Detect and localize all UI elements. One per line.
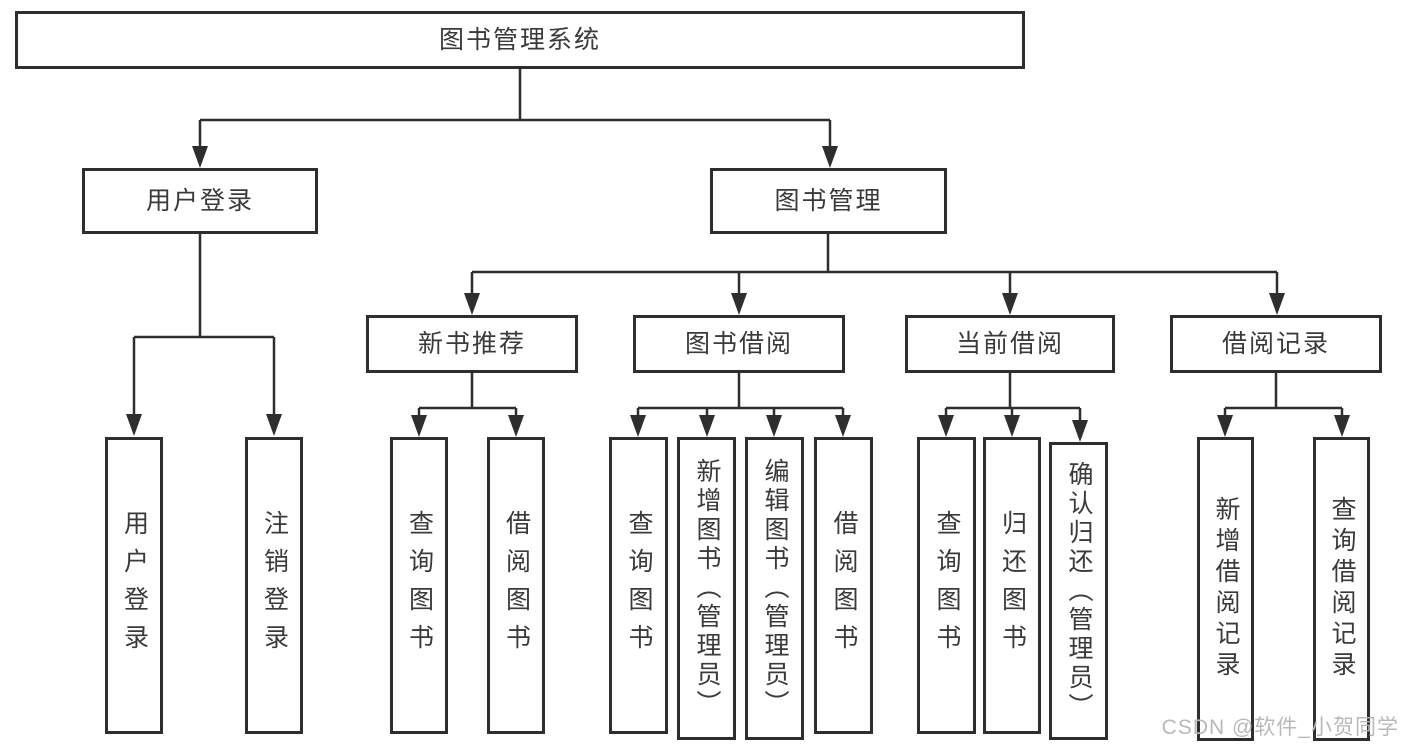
node-current-borrow: 当前借阅 (905, 315, 1115, 373)
leaf-edit-book-admin: 编辑图书（管理员） (745, 437, 804, 740)
leaf-query-books-borrow: 查询图书 (609, 437, 668, 734)
leaf-add-book-admin: 新增图书（管理员） (677, 437, 736, 740)
arrowheads (126, 146, 1350, 442)
leaf-query-books-current: 查询图书 (917, 437, 976, 734)
leaf-query-borrow-record: 查询借阅记录 (1313, 437, 1370, 741)
node-root-system: 图书管理系统 (15, 11, 1025, 69)
leaf-return-book: 归还图书 (983, 437, 1041, 734)
node-book-management-branch: 图书管理 (710, 168, 947, 234)
node-borrow-records: 借阅记录 (1170, 315, 1382, 373)
node-book-borrow: 图书借阅 (633, 315, 845, 373)
node-new-book-recommend: 新书推荐 (366, 315, 578, 373)
leaf-query-books-recommend: 查询图书 (390, 437, 448, 734)
leaf-confirm-return-admin: 确认归还（管理员） (1049, 442, 1108, 740)
csdn-watermark: CSDN @软件_小贺同学 (1161, 716, 1399, 739)
leaf-user-login: 用户登录 (105, 437, 163, 734)
node-user-login-branch: 用户登录 (82, 168, 318, 234)
leaf-borrow-books-recommend: 借阅图书 (487, 437, 545, 734)
leaf-borrow-books: 借阅图书 (814, 437, 873, 734)
leaf-logout: 注销登录 (245, 437, 303, 734)
leaf-add-borrow-record: 新增借阅记录 (1197, 437, 1254, 741)
